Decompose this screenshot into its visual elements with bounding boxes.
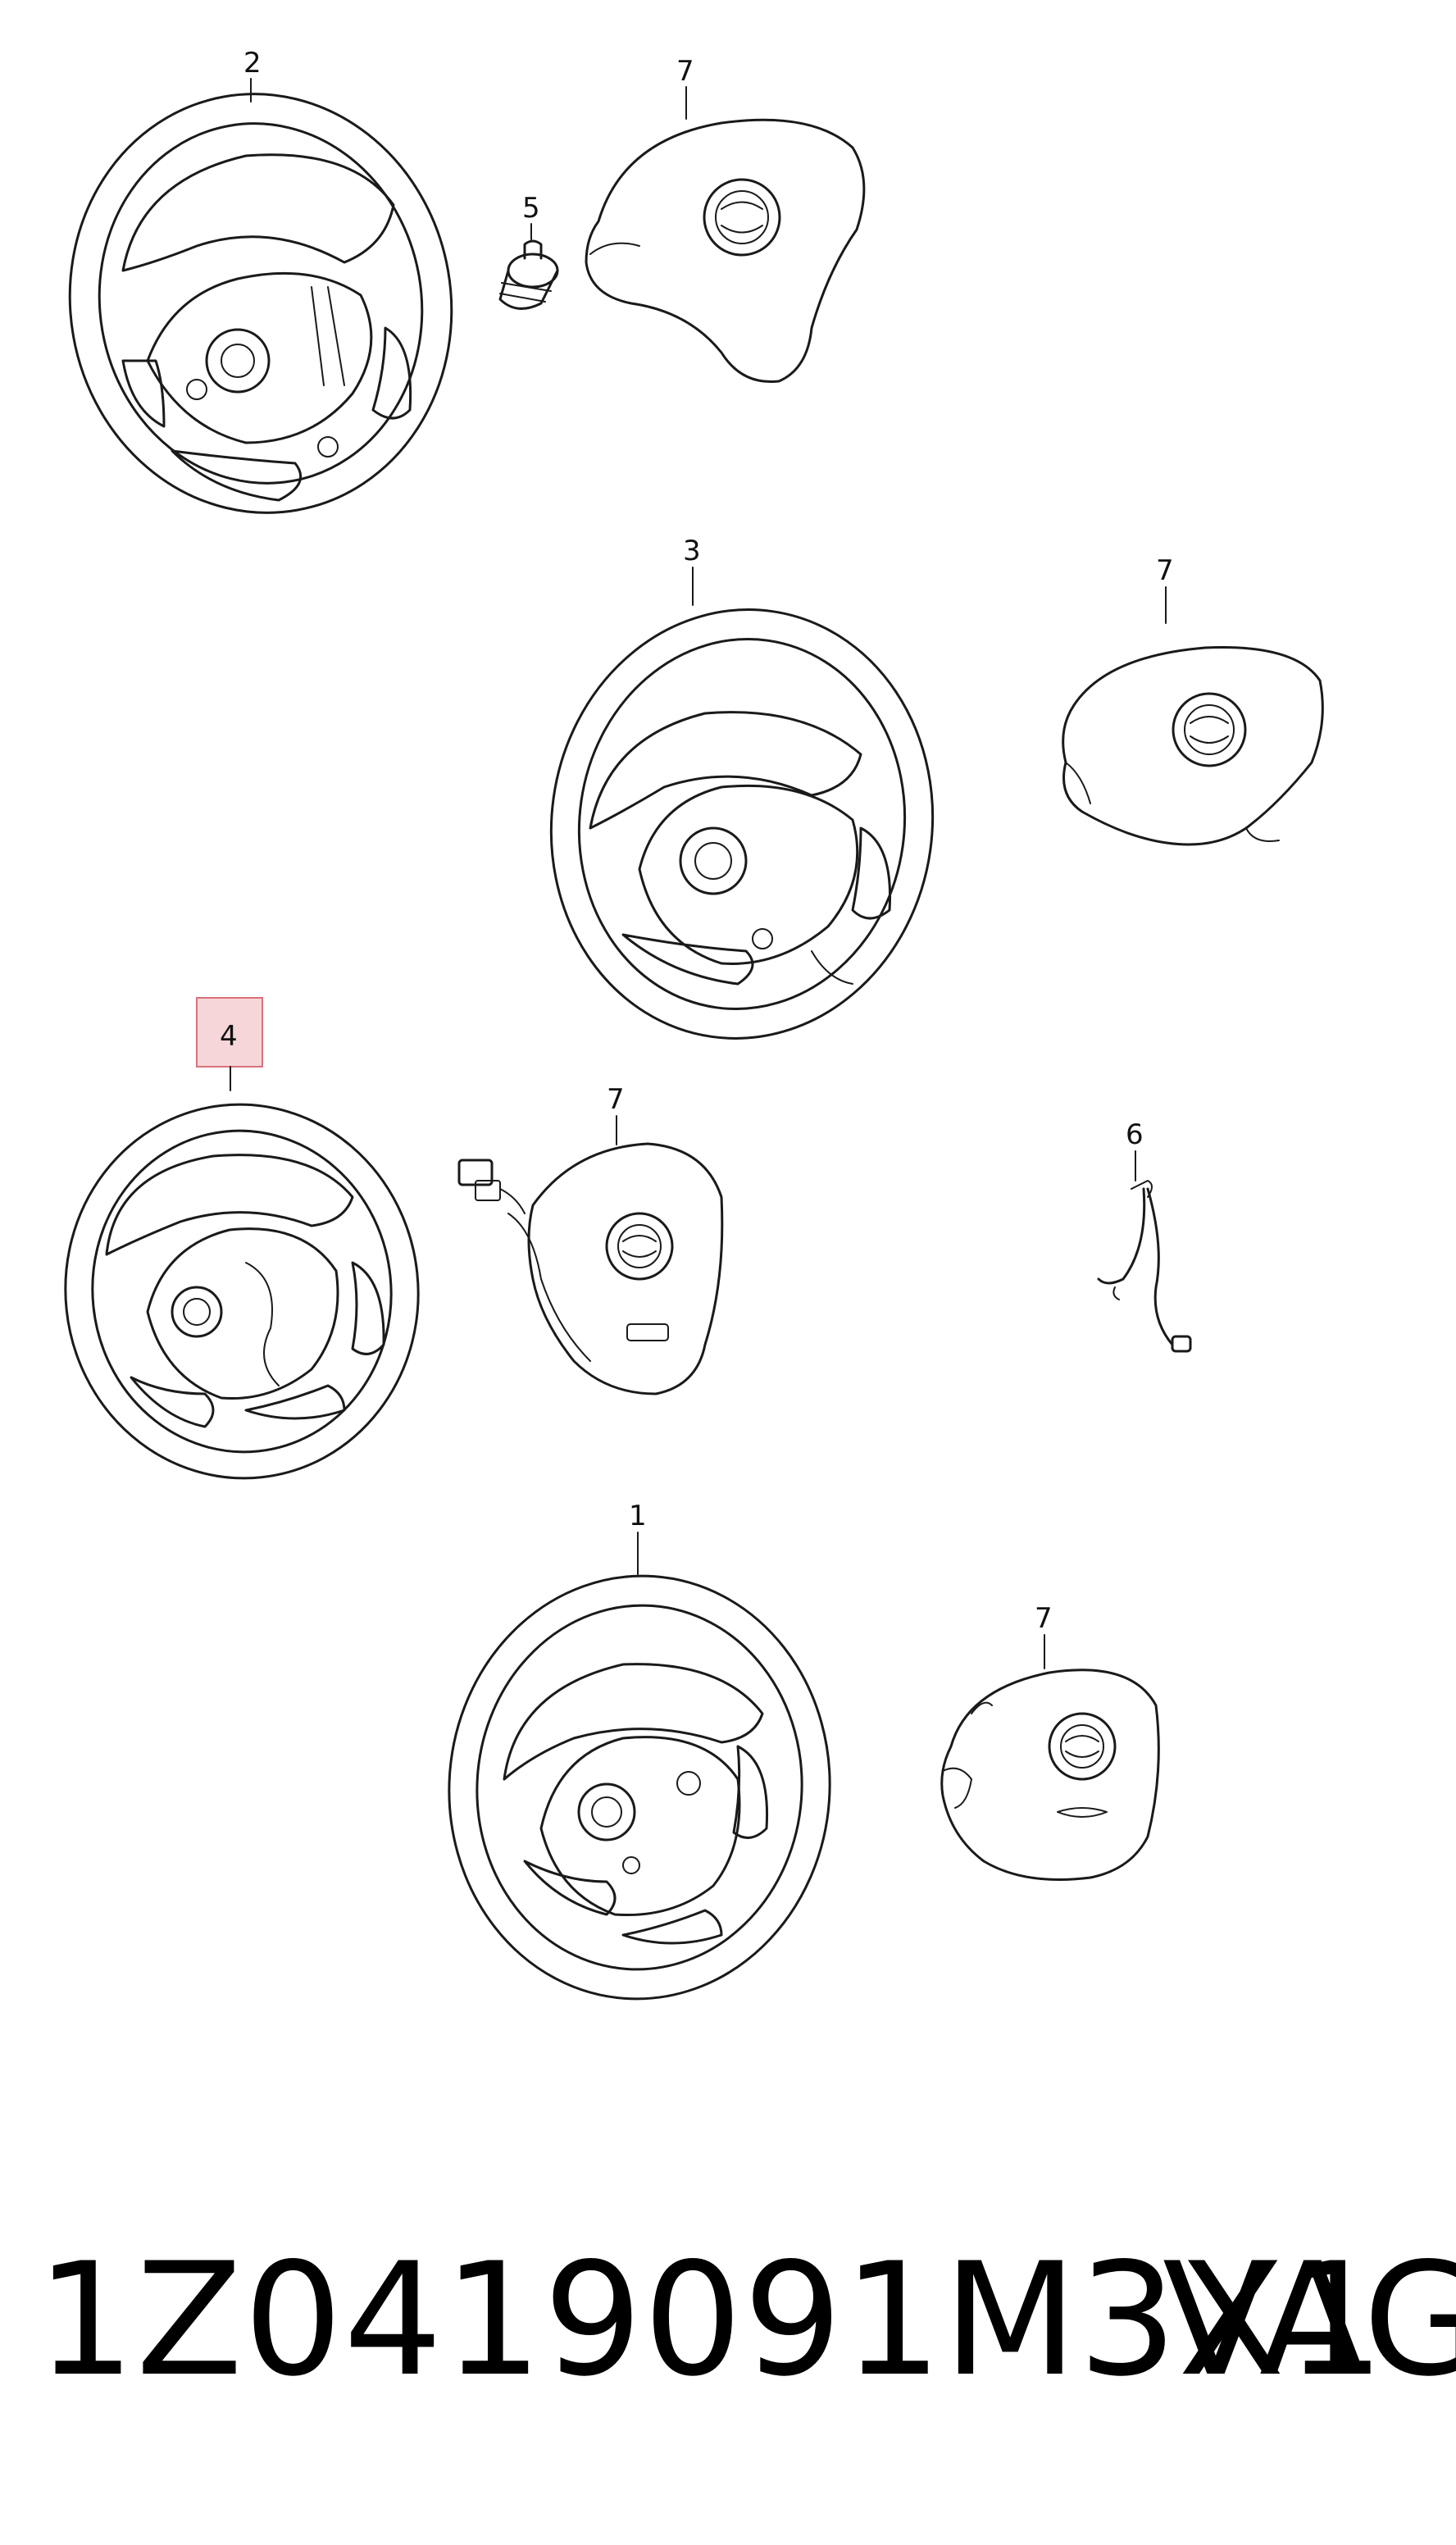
callout-7-middle: 7 xyxy=(1156,554,1174,624)
svg-text:2: 2 xyxy=(243,47,262,80)
steering-wheel-part-3[interactable] xyxy=(524,585,960,1063)
callout-6: 6 xyxy=(1126,1118,1144,1181)
callout-2: 2 xyxy=(243,47,262,102)
callout-3: 3 xyxy=(683,535,701,606)
airbag-part-7-top[interactable] xyxy=(585,118,866,384)
svg-text:5: 5 xyxy=(522,192,540,225)
svg-text:6: 6 xyxy=(1126,1118,1144,1151)
svg-text:7: 7 xyxy=(1035,1602,1053,1635)
steering-wheel-part-1[interactable] xyxy=(435,1563,844,2011)
exploded-parts-diagram: 2 5 7 3 7 4 7 6 1 7 xyxy=(37,47,1324,2011)
callout-1: 1 xyxy=(629,1500,647,1575)
wiring-harness-part-6[interactable] xyxy=(1097,1180,1192,1353)
airbag-part-7-lower[interactable] xyxy=(457,1142,724,1395)
svg-text:7: 7 xyxy=(1156,554,1174,587)
svg-text:4: 4 xyxy=(220,1020,238,1053)
callout-7-bottom: 7 xyxy=(1035,1602,1053,1669)
svg-text:1: 1 xyxy=(629,1500,647,1532)
airbag-part-7-bottom[interactable] xyxy=(940,1669,1160,1881)
brand-label: VAG xyxy=(1163,2229,1456,2411)
steering-wheel-part-4[interactable] xyxy=(47,1087,436,1496)
bolt-part-5[interactable] xyxy=(498,239,559,310)
steering-wheel-part-2[interactable] xyxy=(37,64,485,544)
callout-7-lower: 7 xyxy=(607,1083,625,1145)
callout-4-highlighted: 4 xyxy=(196,997,263,1091)
callout-7-top: 7 xyxy=(676,55,694,120)
part-number-label: 1Z0419091M3X1 xyxy=(36,2229,1386,2411)
callout-5: 5 xyxy=(522,192,540,240)
svg-text:7: 7 xyxy=(676,55,694,88)
svg-text:7: 7 xyxy=(607,1083,625,1116)
airbag-part-7-middle[interactable] xyxy=(1062,646,1324,846)
svg-text:3: 3 xyxy=(683,535,701,567)
